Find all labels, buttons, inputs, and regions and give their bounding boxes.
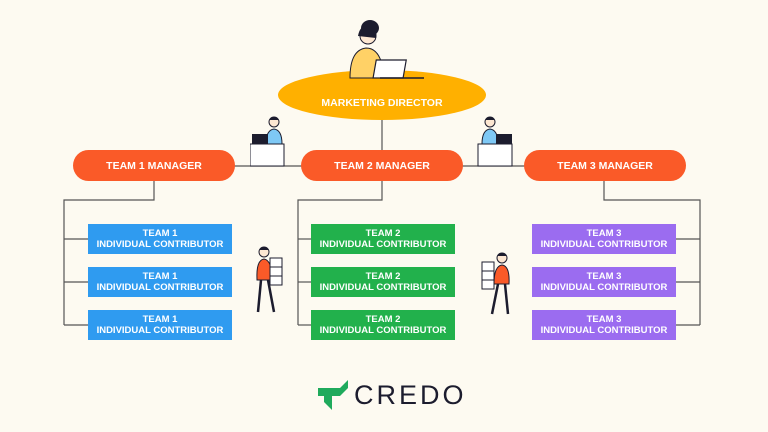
contributor-role-label: INDIVIDUAL CONTRIBUTOR xyxy=(96,239,224,250)
contributor-team-label: TEAM 2 xyxy=(365,228,401,239)
contributor-team-label: TEAM 2 xyxy=(365,314,401,325)
man-carrying-boxes-icon xyxy=(256,246,283,313)
contributor-role-label: INDIVIDUAL CONTRIBUTOR xyxy=(319,239,447,250)
contributor-team-label: TEAM 1 xyxy=(142,314,178,325)
team2-manager-label: TEAM 2 MANAGER xyxy=(334,159,430,172)
team2-manager-node: TEAM 2 MANAGER xyxy=(301,150,463,181)
contributor-team-label: TEAM 2 xyxy=(365,271,401,282)
team3-contributor-node: TEAM 3 INDIVIDUAL CONTRIBUTOR xyxy=(532,267,676,297)
contributor-team-label: TEAM 1 xyxy=(142,271,178,282)
team1-contributor-node: TEAM 1 INDIVIDUAL CONTRIBUTOR xyxy=(88,224,232,254)
contributor-role-label: INDIVIDUAL CONTRIBUTOR xyxy=(319,325,447,336)
contributor-role-label: INDIVIDUAL CONTRIBUTOR xyxy=(540,325,668,336)
man-at-desk-icon xyxy=(477,116,513,167)
contributor-team-label: TEAM 3 xyxy=(586,314,622,325)
team1-contributor-node: TEAM 1 INDIVIDUAL CONTRIBUTOR xyxy=(88,267,232,297)
director-label: MARKETING DIRECTOR xyxy=(321,97,443,109)
contributor-role-label: INDIVIDUAL CONTRIBUTOR xyxy=(319,282,447,293)
team1-contributor-node: TEAM 1 INDIVIDUAL CONTRIBUTOR xyxy=(88,310,232,340)
contributor-team-label: TEAM 3 xyxy=(586,228,622,239)
team1-manager-node: TEAM 1 MANAGER xyxy=(73,150,235,181)
director-node: MARKETING DIRECTOR xyxy=(278,70,486,120)
contributor-role-label: INDIVIDUAL CONTRIBUTOR xyxy=(540,239,668,250)
logo-text: CREDO xyxy=(354,379,467,410)
team2-bracket xyxy=(297,181,383,325)
team2-contributor-node: TEAM 2 INDIVIDUAL CONTRIBUTOR xyxy=(311,267,455,297)
team3-contributor-node: TEAM 3 INDIVIDUAL CONTRIBUTOR xyxy=(532,310,676,340)
credo-logo-mark-icon xyxy=(318,380,348,410)
team3-contributor-node: TEAM 3 INDIVIDUAL CONTRIBUTOR xyxy=(532,224,676,254)
team3-bracket xyxy=(603,181,701,325)
team1-bracket xyxy=(63,181,155,325)
contributor-role-label: INDIVIDUAL CONTRIBUTOR xyxy=(96,282,224,293)
team2-contributor-node: TEAM 2 INDIVIDUAL CONTRIBUTOR xyxy=(311,310,455,340)
team1-manager-label: TEAM 1 MANAGER xyxy=(106,159,202,172)
man-carrying-boxes-icon xyxy=(481,252,510,315)
team2-contributor-node: TEAM 2 INDIVIDUAL CONTRIBUTOR xyxy=(311,224,455,254)
woman-at-laptop-icon xyxy=(349,20,424,79)
team3-manager-label: TEAM 3 MANAGER xyxy=(557,159,653,172)
contributor-role-label: INDIVIDUAL CONTRIBUTOR xyxy=(540,282,668,293)
team3-manager-node: TEAM 3 MANAGER xyxy=(524,150,686,181)
credo-logo: CREDO xyxy=(318,378,467,412)
contributor-role-label: INDIVIDUAL CONTRIBUTOR xyxy=(96,325,224,336)
contributor-team-label: TEAM 1 xyxy=(142,228,178,239)
man-at-desk-icon xyxy=(250,116,285,167)
contributor-team-label: TEAM 3 xyxy=(586,271,622,282)
